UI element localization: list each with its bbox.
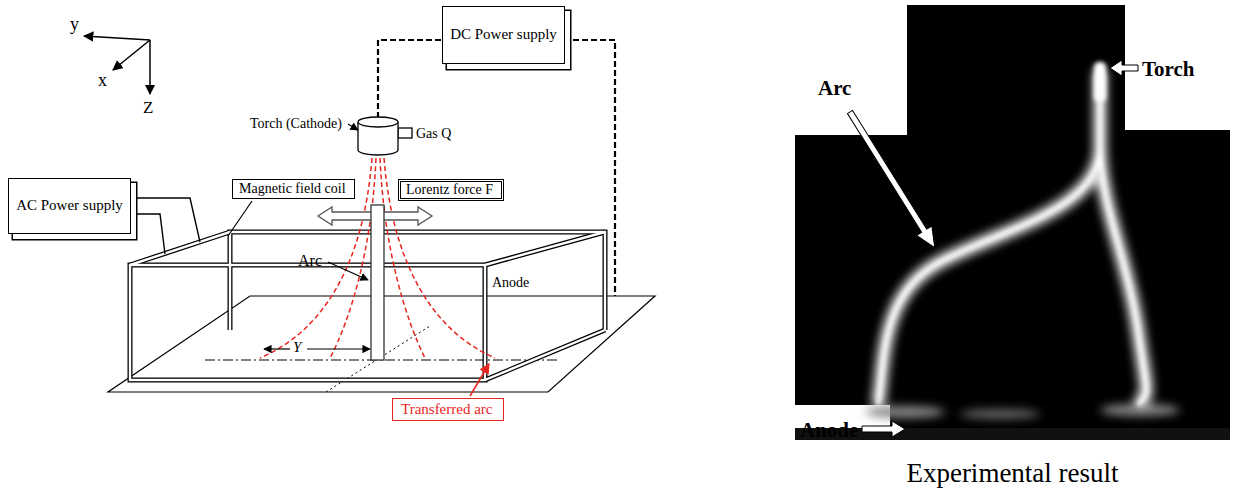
axis-label: x: [98, 70, 107, 91]
photo-label: Arc: [818, 76, 854, 100]
part-label-box: Magnetic field coil: [232, 179, 355, 199]
node-text: Torch: [1142, 57, 1197, 81]
figure-caption: Experimental result: [795, 458, 1230, 489]
leader-line: [228, 124, 370, 349]
power-supply-box: AC Power supply: [8, 178, 131, 234]
photo-arrow: [842, 60, 1138, 437]
arc-column: [371, 205, 384, 360]
node-text: Magnetic field coil: [239, 181, 348, 197]
node-text: Lorentz force F: [406, 182, 496, 198]
torch: [358, 117, 412, 155]
axis-label: y: [70, 14, 79, 35]
part-label: Gas Q: [416, 126, 451, 142]
magnetic-coil: [130, 232, 605, 380]
leader-line: [470, 364, 489, 396]
photo-label: Anode: [800, 418, 861, 442]
photo-label: Torch: [1142, 57, 1197, 81]
arc-photo: [795, 5, 1235, 445]
axis-label: Z: [143, 98, 153, 118]
node-text: Transferred arc: [401, 401, 495, 418]
force-label-box: Lorentz force F: [398, 179, 504, 201]
node-text: Anode: [800, 418, 861, 442]
power-supply-box: DC Power supply: [442, 6, 565, 64]
axes: [84, 36, 150, 94]
part-label: Anode: [492, 275, 529, 291]
dimension-label: Y: [293, 339, 301, 356]
dc-wire: [378, 40, 615, 296]
node-text: Arc: [818, 76, 854, 100]
part-label: Torch (Cathode): [250, 116, 342, 132]
node-text: DC Power supply: [450, 26, 557, 43]
part-label: Arc: [298, 252, 322, 270]
node-text: AC Power supply: [16, 197, 123, 214]
arc-label-box: Transferred arc: [392, 398, 504, 421]
